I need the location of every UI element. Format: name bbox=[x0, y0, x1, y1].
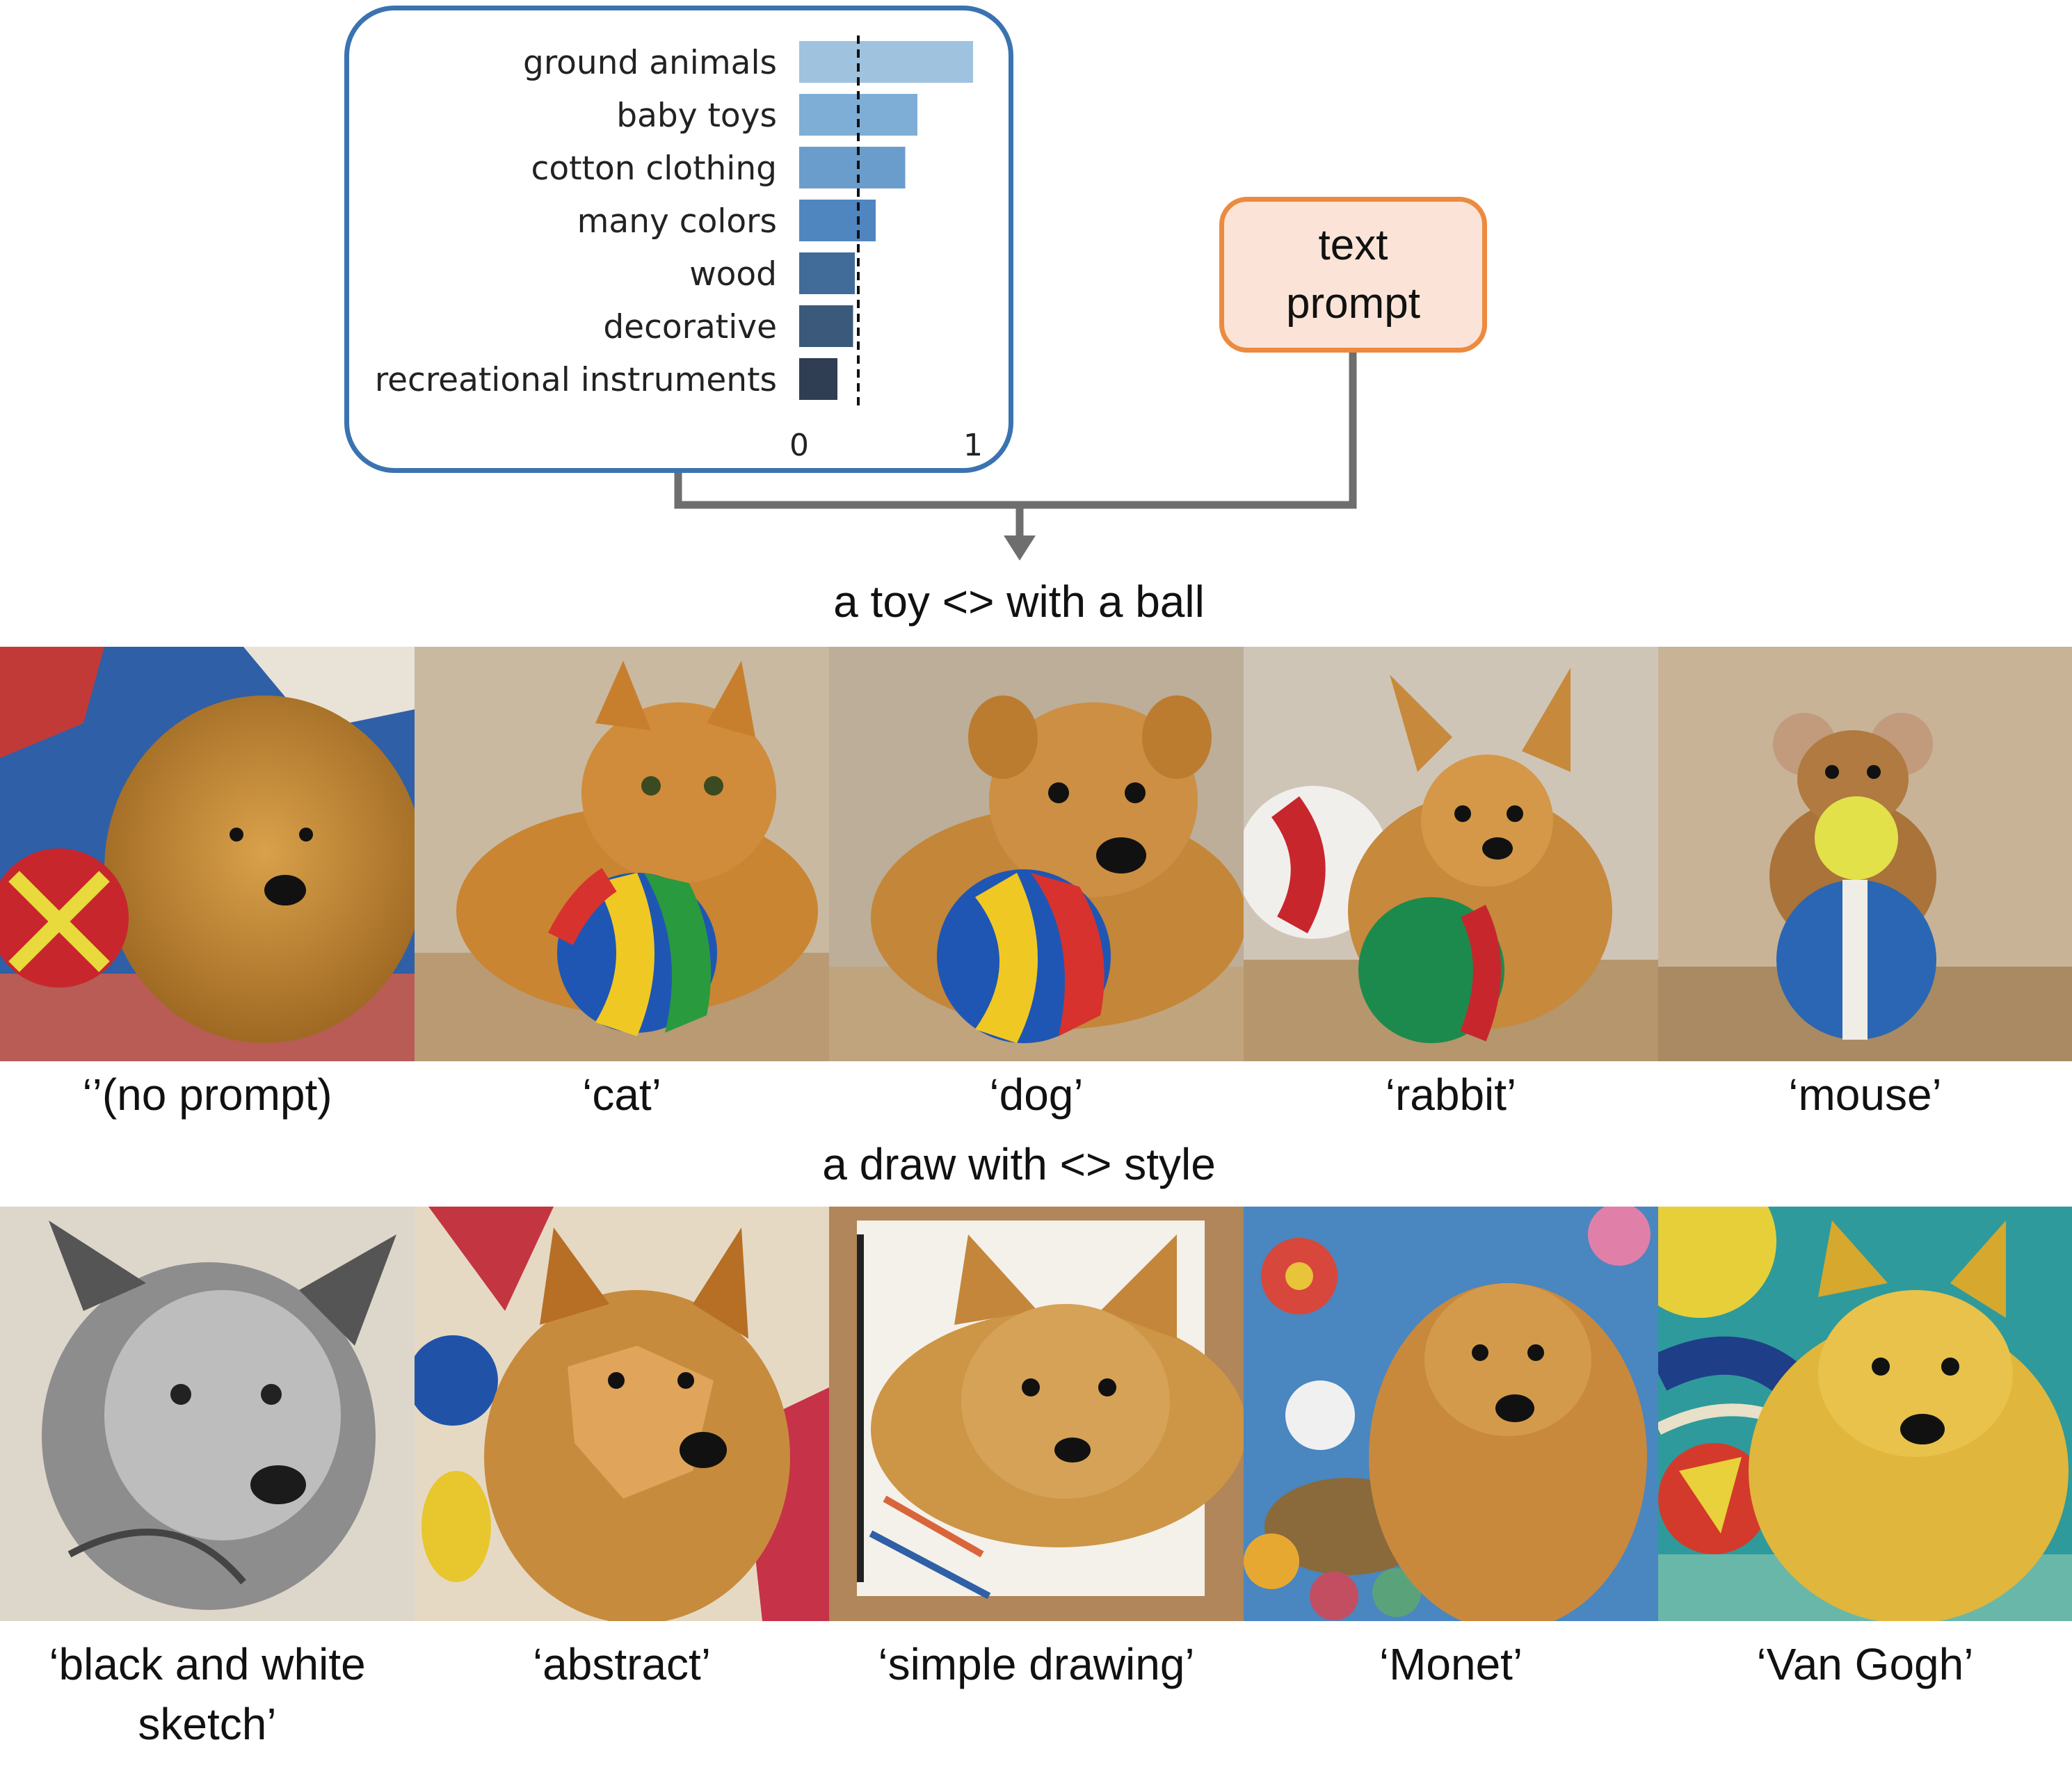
text-prompt-line2: prompt bbox=[1286, 280, 1420, 328]
caption-black-white-sketch-line2: sketch’ bbox=[138, 1699, 277, 1750]
caption-black-white-sketch: ‘black and white sketch’ bbox=[0, 1634, 415, 1755]
image-abstract bbox=[415, 1207, 829, 1621]
bar-label-3: many colors bbox=[577, 202, 777, 241]
bar-5 bbox=[799, 305, 853, 347]
bar-2 bbox=[799, 147, 906, 188]
image-simple-drawing bbox=[829, 1207, 1244, 1621]
x-tick-label-1: 1 bbox=[963, 428, 983, 463]
bar-3 bbox=[799, 200, 876, 241]
image-dog bbox=[829, 647, 1244, 1061]
row1-template-text: a toy <> with a ball bbox=[833, 577, 1205, 627]
connector-path bbox=[674, 353, 1357, 509]
bar-label-4: wood bbox=[689, 255, 777, 293]
caption-mouse: ‘mouse’ bbox=[1788, 1070, 1942, 1120]
bar-label-0: ground animals bbox=[523, 44, 777, 82]
bar-4 bbox=[799, 252, 855, 294]
bar-label-5: decorative bbox=[603, 308, 777, 346]
image-monet bbox=[1244, 1207, 1658, 1621]
caption-black-white-sketch-line1: ‘black and white bbox=[49, 1639, 366, 1689]
concept-chart-panel: ground animals baby toys cotton clothing ma… bbox=[344, 6, 1013, 473]
image-rabbit bbox=[1244, 647, 1658, 1061]
caption-cat: ‘cat’ bbox=[582, 1070, 661, 1120]
caption-dog: ‘dog’ bbox=[989, 1070, 1084, 1120]
bar-0 bbox=[799, 41, 973, 83]
arrow-head-icon bbox=[1004, 535, 1036, 561]
bar-1 bbox=[799, 94, 917, 136]
x-tick-label-0: 0 bbox=[789, 428, 809, 463]
row2-template-text: a draw with <> style bbox=[822, 1139, 1216, 1189]
text-prompt-line1: text bbox=[1318, 221, 1388, 270]
caption-abstract: ‘abstract’ bbox=[532, 1639, 712, 1689]
concept-bar-chart: ground animals baby toys cotton clothing ma… bbox=[375, 35, 983, 463]
image-cat bbox=[415, 647, 829, 1061]
caption-no-prompt: ‘’(no prompt) bbox=[82, 1070, 332, 1120]
image-mouse bbox=[1658, 647, 2072, 1061]
image-no-prompt bbox=[0, 647, 415, 1061]
image-van-gogh bbox=[1658, 1207, 2072, 1621]
bar-label-6: recreational instruments bbox=[375, 361, 777, 399]
text-prompt-box: text prompt bbox=[1219, 197, 1487, 353]
bar-label-2: cotton clothing bbox=[531, 150, 778, 188]
caption-rabbit: ‘rabbit’ bbox=[1385, 1070, 1517, 1120]
image-black-white-sketch bbox=[0, 1207, 415, 1621]
caption-monet: ‘Monet’ bbox=[1379, 1639, 1523, 1689]
bar-6 bbox=[799, 358, 837, 400]
caption-van-gogh: ‘Van Gogh’ bbox=[1756, 1639, 1974, 1689]
bar-label-1: baby toys bbox=[616, 97, 777, 135]
caption-simple-drawing: ‘simple drawing’ bbox=[878, 1639, 1195, 1689]
connector-lines bbox=[674, 353, 1357, 561]
